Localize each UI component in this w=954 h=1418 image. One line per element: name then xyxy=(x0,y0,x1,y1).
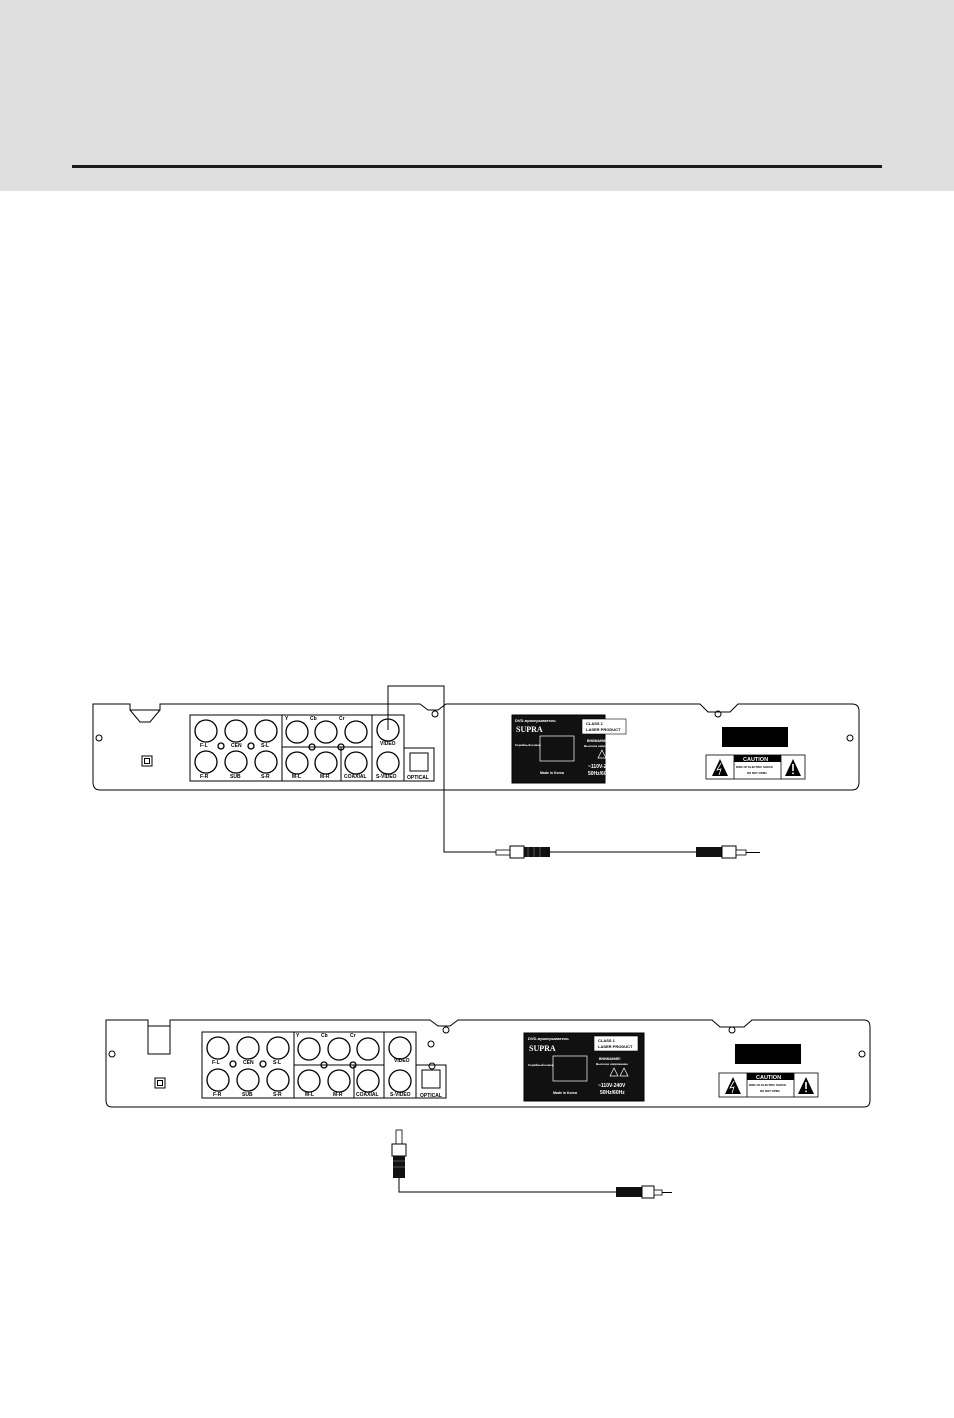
svideo-connection-diagram: F-L CEN S-L F-R SUB S-R Y Cb Cr M-L M-R … xyxy=(0,1010,954,1210)
frequency-rating-2: 50Hz/60Hz xyxy=(600,1090,625,1096)
port-label-coaxial: COAXIAL xyxy=(344,774,367,780)
port-label-optical-2: OPTICAL xyxy=(420,1093,442,1099)
caution-title-2: CAUTION xyxy=(756,1075,781,1081)
port-label-coaxial-2: COAXIAL xyxy=(356,1092,379,1098)
label-made: Made in Korea xyxy=(540,771,564,775)
label-brand-line-2: DVD-проигрыватель xyxy=(528,1036,569,1041)
label-brand: SUPRA xyxy=(516,725,543,734)
port-label-mr-2: M-R xyxy=(333,1092,343,1098)
port-label-fr-2: F-R xyxy=(213,1092,222,1098)
port-label-ml: M-L xyxy=(292,774,301,780)
port-label-cen: CEN xyxy=(231,743,242,749)
header-band xyxy=(0,0,954,191)
rca-jacks-2 xyxy=(206,1036,412,1093)
port-label-fl: F-L xyxy=(200,743,208,749)
svideo-connection-svg: F-L CEN S-L F-R SUB S-R Y Cb Cr M-L M-R … xyxy=(105,1019,871,1199)
class-line2-2: LASER PRODUCT xyxy=(598,1044,633,1049)
port-label-mr: M-R xyxy=(320,774,330,780)
port-label-y: Y xyxy=(285,716,289,722)
product-label-2: DVD-проигрыватель SUPRA Серийный номер M… xyxy=(523,1032,645,1102)
port-label-svideo-2: S-VIDEO xyxy=(390,1092,411,1098)
product-label: DVD-проигрыватель SUPRA Серийный номер M… xyxy=(511,714,627,784)
caution-line1-2: RISK OF ELECTRIC SHOCK xyxy=(749,1083,786,1087)
caution-title: CAUTION xyxy=(743,757,768,763)
port-label-cen-2: CEN xyxy=(243,1060,254,1066)
header-rule xyxy=(72,165,882,168)
port-label-sl-2: S-L xyxy=(273,1060,281,1066)
port-label-optical: OPTICAL xyxy=(407,775,429,781)
video-cable xyxy=(387,685,760,859)
video-connection-diagram: F-L CEN S-L F-R SUB S-R Y Cb Cr M-L M-R … xyxy=(0,670,954,870)
label-made-2: Made in Korea xyxy=(553,1091,577,1095)
svideo-cable xyxy=(391,1129,672,1199)
port-label-y-2: Y xyxy=(296,1033,300,1039)
video-connection-svg: F-L CEN S-L F-R SUB S-R Y Cb Cr M-L M-R … xyxy=(92,685,860,859)
label-brand-2: SUPRA xyxy=(529,1044,556,1053)
port-label-cb: Cb xyxy=(310,716,317,722)
port-label-cr: Cr xyxy=(339,716,345,722)
label-brand-line: DVD-проигрыватель xyxy=(515,718,556,723)
voltage-rating: ~110V-240V xyxy=(588,764,616,770)
port-label-ml-2: M-L xyxy=(305,1092,314,1098)
port-label-sl: S-L xyxy=(261,743,269,749)
port-label-sub-2: SUB xyxy=(242,1092,253,1098)
port-label-sub: SUB xyxy=(230,774,241,780)
caution-label: CAUTION RISK OF ELECTRIC SHOCK DO NOT OP… xyxy=(705,754,806,780)
warning-line1: ВНИМАНИЕ! xyxy=(587,739,609,743)
label-model: Серийный номер xyxy=(515,743,541,747)
port-label-cr-2: Cr xyxy=(350,1033,356,1039)
frequency-rating: 50Hz/60Hz xyxy=(588,771,613,777)
port-label-video: VIDEO xyxy=(380,741,396,747)
caution-line2-2: DO NOT OPEN xyxy=(760,1089,780,1093)
port-label-svideo: S-VIDEO xyxy=(376,774,397,780)
class-line1: CLASS 1 xyxy=(586,721,604,726)
warning-line1-2: ВНИМАНИЕ! xyxy=(599,1057,621,1061)
port-label-fr: F-R xyxy=(200,774,209,780)
caution-label-2: CAUTION RISK OF ELECTRIC SHOCK DO NOT OP… xyxy=(718,1072,819,1098)
class-line2: LASER PRODUCT xyxy=(586,727,621,732)
serial-plate-2 xyxy=(735,1044,801,1064)
warning-line2: Высокое напряжение xyxy=(584,744,616,748)
port-label-fl-2: F-L xyxy=(212,1060,220,1066)
caution-line2: DO NOT OPEN xyxy=(747,771,767,775)
port-label-sr-2: S-R xyxy=(273,1092,282,1098)
label-model-2: Серийный номер xyxy=(528,1063,554,1067)
warning-line2-2: Высокое напряжение xyxy=(596,1062,628,1066)
class-line1-2: CLASS 1 xyxy=(598,1038,616,1043)
serial-plate xyxy=(722,727,788,747)
voltage-rating-2: ~110V-240V xyxy=(598,1083,626,1089)
port-label-video-2: VIDEO xyxy=(394,1058,410,1064)
caution-line1: RISK OF ELECTRIC SHOCK xyxy=(736,765,773,769)
port-label-cb-2: Cb xyxy=(321,1033,328,1039)
rca-jacks xyxy=(194,718,400,775)
port-label-sr: S-R xyxy=(261,774,270,780)
